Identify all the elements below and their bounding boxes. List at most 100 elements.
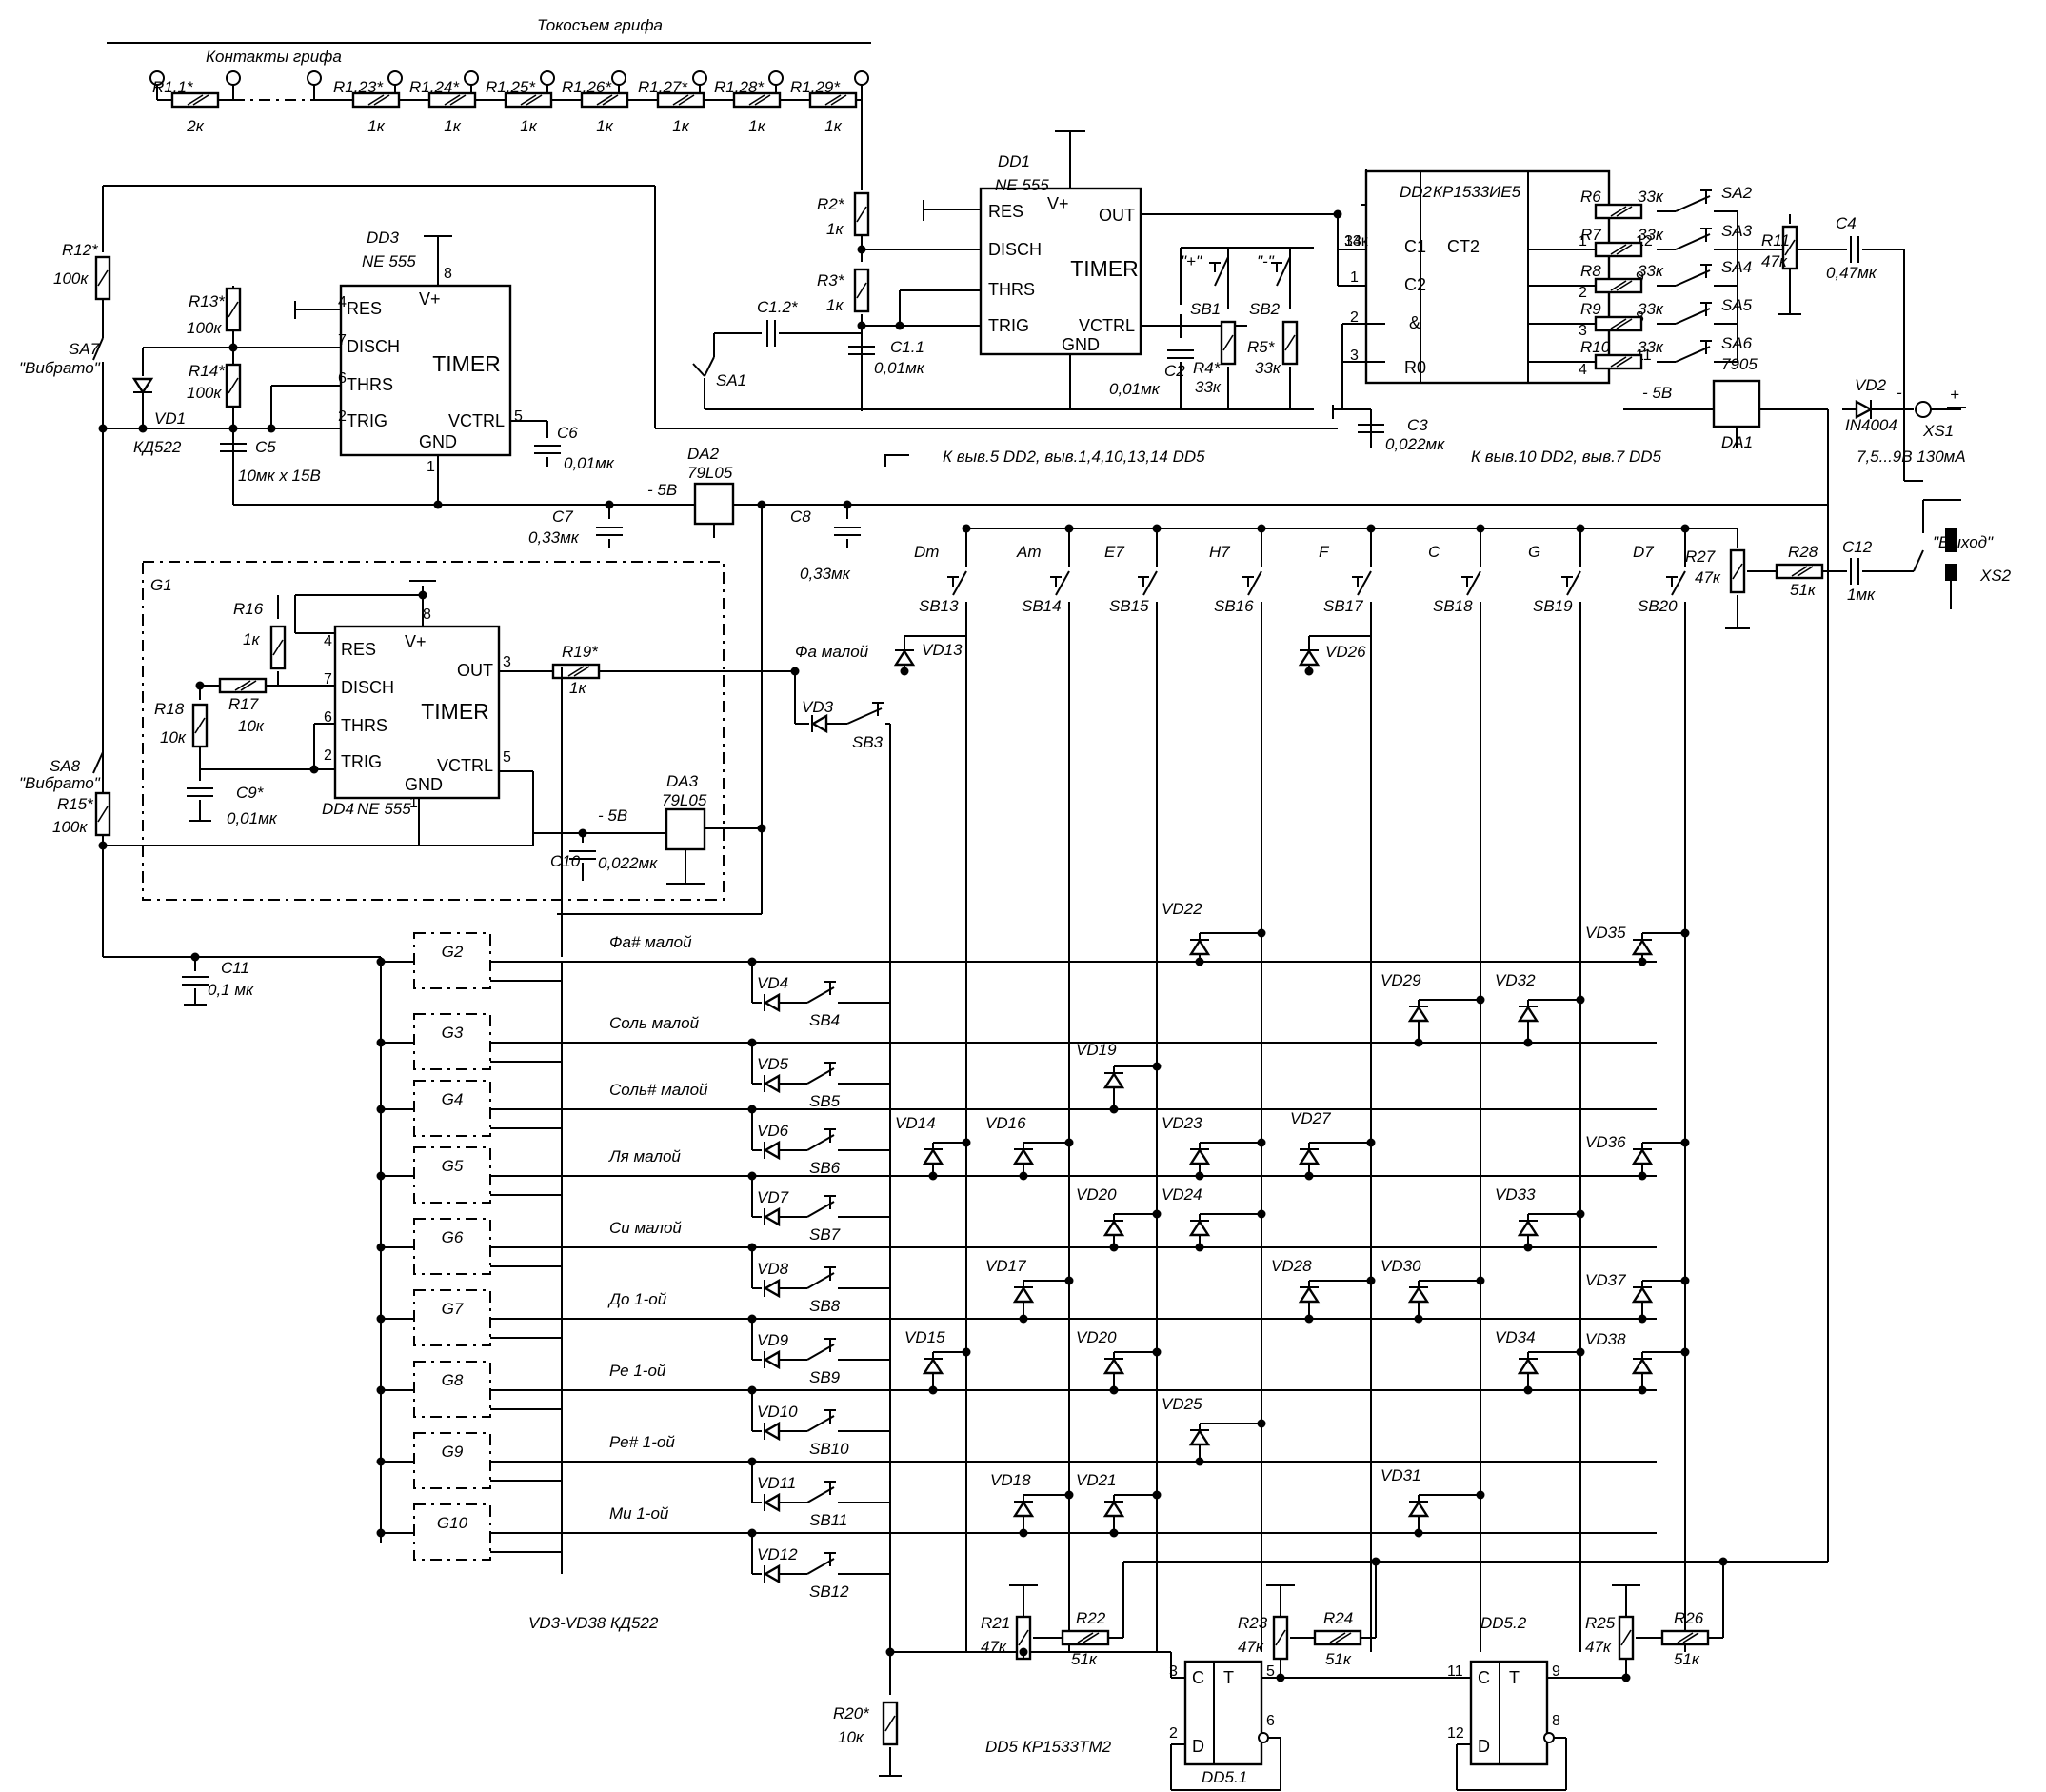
R6-ref: R6 bbox=[1580, 188, 1601, 206]
C8 bbox=[834, 527, 861, 536]
C10 bbox=[569, 850, 596, 860]
note-name: Соль# малой bbox=[609, 1081, 708, 1099]
R28-value: 51к bbox=[1790, 581, 1817, 599]
dd4-thrs: THRS bbox=[341, 716, 387, 735]
R13 bbox=[225, 287, 242, 332]
pin-number: 3 bbox=[1169, 1663, 1178, 1680]
matrix-diode-ref: VD23 bbox=[1162, 1114, 1202, 1132]
R16-ref: R16 bbox=[233, 600, 264, 618]
matrix-diode bbox=[1631, 1285, 1654, 1304]
junction-dot bbox=[376, 1038, 386, 1047]
note-switch-ref: SB7 bbox=[809, 1225, 841, 1244]
SA8-vibrato: "Вибрато" bbox=[19, 774, 101, 792]
junction-dot bbox=[1371, 1557, 1381, 1566]
junction-dot bbox=[1523, 1385, 1533, 1395]
DA3 bbox=[665, 807, 706, 851]
SB2 bbox=[1271, 256, 1291, 287]
junction-dot bbox=[1476, 1276, 1485, 1285]
junction-dot bbox=[1718, 1557, 1728, 1566]
pin-number: 4 bbox=[1579, 362, 1587, 378]
junction-dot bbox=[857, 245, 866, 254]
junction-dot bbox=[1064, 1138, 1074, 1147]
generator-label: G8 bbox=[442, 1371, 464, 1389]
matrix-diode bbox=[1631, 1147, 1654, 1165]
fret-resistor-ref: R1.27* bbox=[638, 78, 688, 96]
R6 bbox=[1594, 203, 1643, 220]
matrix-diode bbox=[1102, 1357, 1125, 1375]
junction-dot bbox=[1366, 1138, 1376, 1147]
junction-dot bbox=[962, 1138, 971, 1147]
junction-dot bbox=[790, 667, 800, 676]
chord-name: Dm bbox=[914, 543, 939, 561]
chord-switch-SB13 bbox=[947, 570, 967, 596]
matrix-diode-ref: VD27 bbox=[1290, 1109, 1331, 1127]
fret-resistor-ref: R1.1* bbox=[152, 78, 194, 96]
junction-dot bbox=[1414, 1528, 1423, 1538]
matrix-diode-ref: VD21 bbox=[1076, 1471, 1117, 1489]
fret-resistor-value: 1к bbox=[672, 117, 689, 135]
SB2-minus: "-" bbox=[1257, 252, 1275, 270]
note-name: Фа# малой bbox=[609, 933, 692, 951]
R25-value: 47к bbox=[1585, 1638, 1612, 1656]
C9-value: 0,01мк bbox=[227, 809, 278, 827]
dd4-disch: DISCH bbox=[341, 678, 394, 697]
junction-dot bbox=[1019, 1528, 1028, 1538]
C11 bbox=[182, 976, 209, 986]
junction-dot bbox=[747, 1243, 757, 1252]
pin-number: 4 bbox=[324, 633, 332, 649]
R5-value: 33к bbox=[1255, 359, 1281, 377]
junction-dot bbox=[376, 1171, 386, 1181]
junction-dot bbox=[1195, 1243, 1204, 1252]
generator-block bbox=[413, 1013, 491, 1070]
fret-resistor bbox=[504, 91, 553, 109]
C2 bbox=[1167, 349, 1194, 359]
dd5-1-label: DD5.1 bbox=[1202, 1768, 1247, 1786]
matrix-diode bbox=[1631, 938, 1654, 956]
chord-switch-ref: SB16 bbox=[1214, 597, 1254, 615]
matrix-diode bbox=[1188, 938, 1211, 956]
junction-dot bbox=[747, 1105, 757, 1114]
R27-value: 47к bbox=[1695, 568, 1721, 587]
C11-value: 0,01мк bbox=[874, 359, 925, 377]
terminal bbox=[611, 70, 626, 86]
R24 bbox=[1313, 1629, 1362, 1646]
junction-dot bbox=[1195, 957, 1204, 966]
matrix-diode-ref: VD32 bbox=[1495, 971, 1536, 989]
pin-number: 3 bbox=[1579, 323, 1587, 339]
wire bbox=[692, 363, 705, 377]
pin14-hidden: 33к bbox=[1344, 233, 1369, 249]
note-switch bbox=[806, 1195, 836, 1218]
junction-dot bbox=[1476, 1490, 1485, 1500]
wire bbox=[92, 751, 104, 774]
C2-value: 0,01мк bbox=[1109, 380, 1161, 398]
R4-ref: R4* bbox=[1193, 359, 1222, 377]
dd3-type: NE 555 bbox=[362, 252, 416, 270]
chord-name: H7 bbox=[1209, 543, 1230, 561]
VD3 bbox=[810, 713, 828, 734]
note-diode bbox=[763, 1206, 781, 1227]
R18-ref: R18 bbox=[154, 700, 185, 718]
junction-dot bbox=[1019, 1171, 1028, 1181]
R8 bbox=[1594, 277, 1643, 294]
R15-value: 100к bbox=[52, 818, 88, 836]
pin-number: 3 bbox=[503, 654, 511, 670]
pin-gnd: GND bbox=[1062, 335, 1100, 354]
R15-ref: R15* bbox=[57, 795, 94, 813]
DA2-ref: DA2 bbox=[687, 445, 720, 463]
dd1-type: NE 555 bbox=[995, 176, 1049, 194]
DA1 bbox=[1712, 379, 1761, 428]
junction-dot bbox=[1638, 1314, 1647, 1324]
matrix-diode-ref: VD28 bbox=[1271, 1257, 1312, 1275]
contacts-title: Контакты грифа bbox=[206, 48, 342, 66]
pin-disch: DISCH bbox=[988, 240, 1042, 259]
fret-resistor-ref: R1.24* bbox=[409, 78, 460, 96]
matrix-diode-ref: VD33 bbox=[1495, 1185, 1536, 1204]
matrix-diode-ref: VD19 bbox=[1076, 1041, 1117, 1059]
junction-dot bbox=[1304, 1171, 1314, 1181]
VD3-ref: VD3 bbox=[802, 698, 834, 716]
R6-value: 33к bbox=[1638, 188, 1664, 206]
VD2-type: IN4004 bbox=[1845, 416, 1897, 434]
note-diode bbox=[763, 992, 781, 1013]
R25-ref: R25 bbox=[1585, 1614, 1616, 1632]
